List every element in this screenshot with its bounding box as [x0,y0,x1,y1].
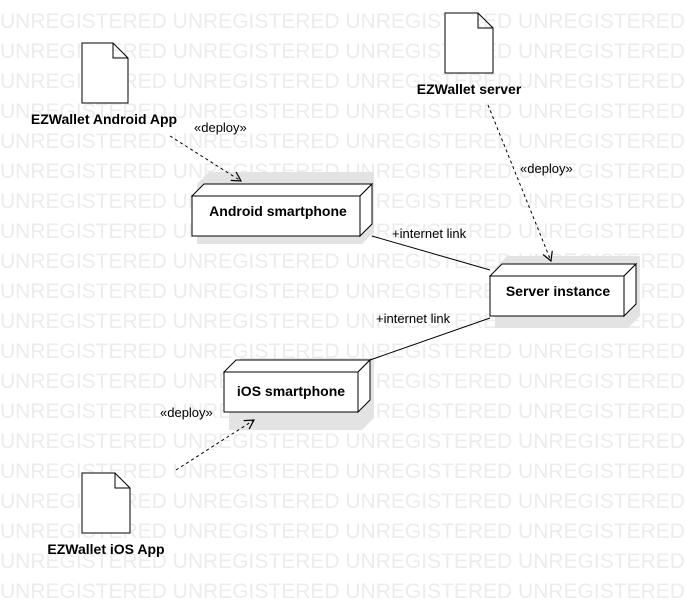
watermark-line: UNREGISTERED UNREGISTERED UNREGISTERED U… [0,40,685,63]
internet-link-android-server[interactable] [371,235,491,271]
watermark-line: UNREGISTERED UNREGISTERED UNREGISTERED U… [0,430,685,453]
internet-link-ios-server[interactable] [369,317,491,361]
artifact-ios-app[interactable]: EZWallet iOS App [47,472,165,557]
node-front-face [223,371,359,413]
artifact-android-app[interactable]: EZWallet Android App [31,42,177,127]
node-top-face [488,263,638,277]
watermark-line: UNREGISTERED UNREGISTERED UNREGISTERED U… [0,70,685,93]
artifact-android-app-label: EZWallet Android App [31,111,177,127]
deploy-label-android: «deploy» [194,120,247,135]
watermark-line: UNREGISTERED UNREGISTERED UNREGISTERED U… [0,460,685,483]
document-icon [81,42,129,104]
deploy-arrow-server[interactable] [487,104,553,263]
artifact-server[interactable]: EZWallet server [417,12,522,97]
node-ios-smartphone[interactable]: iOS smartphone [222,358,374,430]
watermark-line: UNREGISTERED UNREGISTERED UNREGISTERED U… [0,490,685,513]
internet-link-label-ios: +internet link [376,311,451,326]
internet-link-label-android: +internet link [392,226,467,241]
watermark-line: UNREGISTERED UNREGISTERED UNREGISTERED U… [0,580,685,603]
deploy-label-server: «deploy» [520,161,573,176]
node-server-instance-label: Server instance [506,283,610,299]
node-android-smartphone-label: Android smartphone [209,203,347,219]
deploy-label-ios: «deploy» [160,405,213,420]
watermark-line: UNREGISTERED UNREGISTERED UNREGISTERED U… [0,160,685,183]
document-icon [81,472,131,534]
node-ios-smartphone-label: iOS smartphone [237,383,345,399]
watermark-line: UNREGISTERED UNREGISTERED UNREGISTERED U… [0,130,685,153]
document-icon [444,12,494,74]
node-top-face [222,359,372,373]
artifact-server-label: EZWallet server [417,81,522,97]
watermark-line: UNREGISTERED UNREGISTERED UNREGISTERED U… [0,100,685,123]
node-front-face [191,195,361,237]
node-top-face [190,183,374,197]
watermark-line: UNREGISTERED UNREGISTERED UNREGISTERED U… [0,10,685,33]
watermark-line: UNREGISTERED UNREGISTERED UNREGISTERED U… [0,550,685,573]
artifact-ios-app-label: EZWallet iOS App [47,541,164,557]
node-front-face [489,275,625,317]
deploy-arrow-android[interactable] [169,135,243,182]
watermark-line: UNREGISTERED UNREGISTERED UNREGISTERED U… [0,520,685,543]
node-android-smartphone[interactable]: Android smartphone [190,172,374,244]
node-server-instance[interactable]: Server instance [488,256,640,328]
watermark-line: UNREGISTERED UNREGISTERED UNREGISTERED U… [0,340,685,363]
